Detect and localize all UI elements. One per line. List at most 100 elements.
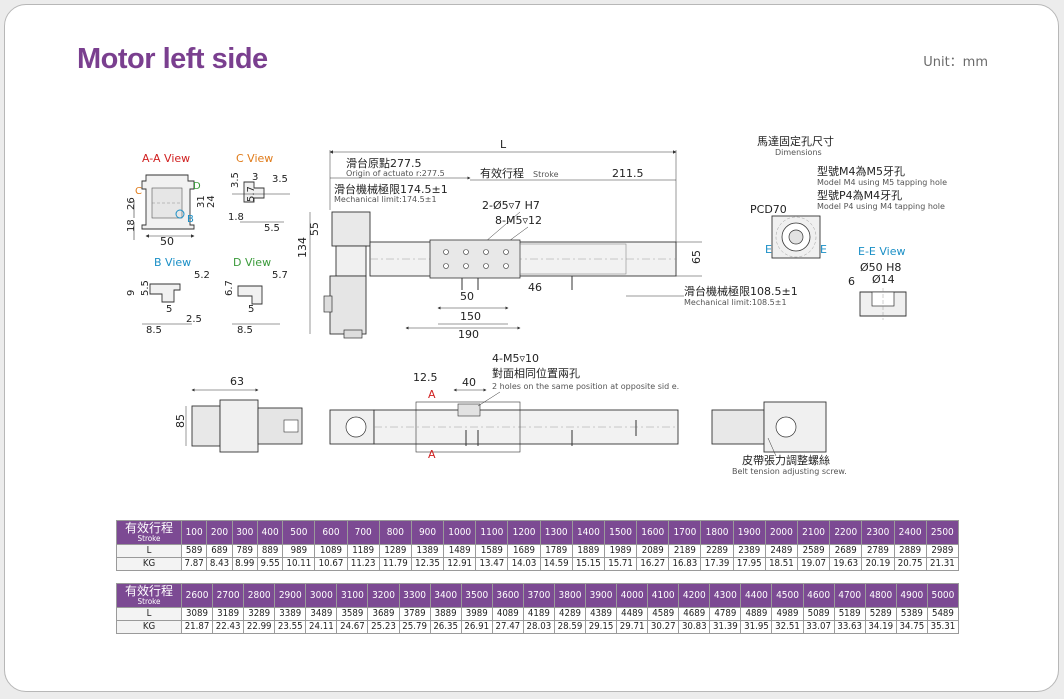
table-cell: 4689 (678, 607, 711, 621)
stroke-header-cell: 500 (282, 520, 316, 545)
dim-134: 134 (296, 237, 309, 258)
stroke-header-cell: 600 (314, 520, 348, 545)
table-cell: 24.11 (305, 620, 338, 634)
stroke-header-cell: 4200 (678, 583, 711, 608)
stroke-header-cell: 4800 (864, 583, 897, 608)
table-cell: 28.59 (553, 620, 587, 634)
dim-5: 5 (166, 304, 172, 315)
dim-24: 24 (206, 195, 217, 208)
a-mark-top: A (428, 388, 436, 401)
dim-190: 190 (458, 328, 479, 341)
table-cell: 34.19 (864, 620, 897, 634)
dim-5-7: 5.7 (246, 186, 257, 202)
stroke-header-cell: 2000 (764, 520, 799, 545)
table-cell: 25.79 (398, 620, 431, 634)
stroke-header-cell: 3800 (553, 583, 587, 608)
dim-46: 46 (528, 281, 542, 294)
m4-note-en: Model M4 using M5 tapping hole (817, 178, 947, 187)
bottom-top-view: 63 85 12.5 40 A A 4-M5▿10 對面相同位置兩孔 2 hol… (174, 352, 847, 476)
table-cell: 3589 (336, 607, 369, 621)
dim-31: 31 (196, 195, 207, 208)
stroke-header-cell: 1700 (668, 520, 702, 545)
stroke-header-cell: 4900 (895, 583, 928, 608)
table-cell: 1189 (346, 544, 380, 558)
dim-65: 65 (690, 250, 703, 264)
mech-limit2-en: Mechanical limit:108.5±1 (684, 298, 787, 307)
table-cell: 24.67 (336, 620, 369, 634)
b-view-label: B View (154, 256, 191, 269)
belt-note-en: Belt tension adjusting screw. (732, 467, 847, 476)
c-mark: C (135, 186, 142, 197)
stroke-header-cell: 2700 (212, 583, 245, 608)
d-view: D View 6.7 5.7 5 8.5 (224, 256, 288, 336)
spec-card: Motor left side Unit：mm (4, 4, 1059, 692)
dim-5-2: 5.2 (194, 270, 210, 281)
table-cell: 3189 (212, 607, 245, 621)
table-cell: 2189 (668, 544, 702, 558)
dim-18: 18 (126, 219, 137, 232)
table-cell: 2489 (764, 544, 799, 558)
table-cell: 3889 (429, 607, 462, 621)
table-cell: 3389 (274, 607, 307, 621)
table-cell: 3489 (305, 607, 338, 621)
origin-en: Origin of actuato r:277.5 (346, 169, 445, 178)
dim-2-5: 2.5 (186, 314, 202, 325)
table-cell: 21.87 (180, 620, 214, 634)
table-cell: 5089 (802, 607, 835, 621)
table-cell: 2789 (861, 544, 895, 558)
table-cell: 11.23 (346, 557, 380, 571)
stroke-header-cell: 1100 (475, 520, 509, 545)
unit-label: Unit：mm (923, 55, 988, 70)
dim-50-b: 50 (460, 290, 474, 303)
table-cell: 8.99 (231, 557, 258, 571)
table-cell: 19.63 (829, 557, 863, 571)
stroke-header-cell: 700 (346, 520, 380, 545)
table-cell: 4989 (771, 607, 804, 621)
d-view-label: D View (233, 256, 271, 269)
table-cell: 17.95 (732, 557, 766, 571)
table-cell: 32.51 (771, 620, 804, 634)
table-cell: 2889 (893, 544, 927, 558)
stroke-header-cell: 4300 (709, 583, 742, 608)
stroke-header-cell: 200 (206, 520, 233, 545)
ee-dim-50: Ø50 H8 (860, 261, 901, 274)
table-cell: 4289 (553, 607, 587, 621)
stroke-header-cell: 2900 (274, 583, 307, 608)
table-cell: 29.71 (616, 620, 649, 634)
stroke-header-cell: 3500 (460, 583, 493, 608)
table-cell: 4889 (740, 607, 773, 621)
dim-3-5-side: 3.5 (230, 172, 241, 188)
stroke-header-cell: 800 (378, 520, 412, 545)
b-view: B View 9 5.5 5.2 5 2.5 8.5 (126, 256, 210, 336)
dim-40: 40 (462, 376, 476, 389)
table-cell: 4189 (522, 607, 555, 621)
stroke-header-cell: 2800 (243, 583, 276, 608)
dim-5-7-b: 5.7 (272, 270, 288, 281)
motor-flange-view: 馬達固定孔尺寸 Dimensions 型號M4為M5牙孔 Model M4 us… (750, 134, 947, 259)
stroke-header-cell: 2600 (180, 583, 214, 608)
dim-55: 55 (308, 222, 321, 236)
stroke-header-cell: 3600 (491, 583, 524, 608)
stroke-header-cell: 1400 (571, 520, 605, 545)
table-cell: 10.67 (314, 557, 348, 571)
table-cell: 26.35 (429, 620, 462, 634)
table-cell: 4489 (616, 607, 649, 621)
table-cell: 4589 (647, 607, 680, 621)
p4-note-en: Model P4 using M4 tapping hole (817, 202, 945, 211)
table-cell: 21.31 (925, 557, 960, 571)
aa-view-label: A-A View (142, 152, 190, 165)
m5-note-en: 2 holes on the same position at opposite… (492, 382, 679, 391)
table-cell: 1589 (475, 544, 509, 558)
dim-5-b: 5 (248, 304, 254, 315)
m5-note-cn: 對面相同位置兩孔 (492, 366, 580, 380)
table-cell: 3789 (398, 607, 431, 621)
table-cell: 1889 (571, 544, 605, 558)
table-cell: 34.75 (895, 620, 928, 634)
table-cell: 3989 (460, 607, 493, 621)
table-cell: 33.63 (833, 620, 866, 634)
